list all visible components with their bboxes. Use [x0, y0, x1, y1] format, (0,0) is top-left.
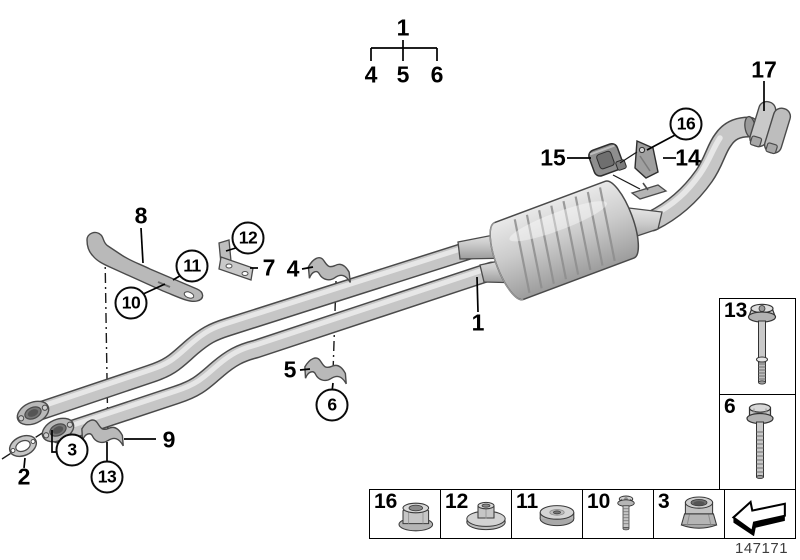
damper-washer-icon: [539, 505, 575, 527]
flange-bolt-short-thread-icon: [747, 303, 777, 385]
callout-15[interactable]: 15: [540, 144, 566, 171]
front-silencer[interactable]: [482, 177, 646, 304]
legend-label-13: 13: [724, 299, 748, 322]
sheet-number: 147171: [735, 540, 789, 557]
callout-3-circled[interactable]: 3: [55, 433, 89, 467]
legend-label-12: 12: [445, 490, 469, 513]
legend-box-13[interactable]: 13: [720, 299, 795, 394]
flange-bolt-full-thread-icon: [746, 402, 774, 479]
callout-14[interactable]: 14: [675, 144, 701, 171]
legend-box-3[interactable]: 3: [653, 490, 724, 538]
flange-nut-icon: [466, 501, 506, 531]
tailpipe-mount-tab[interactable]: [630, 182, 668, 200]
pipe-flange-left[interactable]: [14, 397, 53, 430]
rubber-mount-15[interactable]: [587, 141, 627, 178]
legend-label-6: 6: [724, 394, 736, 418]
callout-1[interactable]: 1: [471, 309, 485, 336]
callout-6-circled[interactable]: 6: [315, 388, 349, 422]
callout-1-group[interactable]: 1: [396, 14, 410, 41]
legend-label-16: 16: [374, 490, 398, 513]
legend-box-11[interactable]: 11: [511, 490, 582, 538]
flange-gasket-2[interactable]: [6, 432, 39, 461]
hex-flange-nut-icon: [398, 502, 434, 532]
collar-nut-icon: [680, 496, 718, 529]
bracket-7[interactable]: [218, 239, 254, 281]
callout-5-group[interactable]: 5: [396, 61, 410, 88]
callout-4[interactable]: 4: [286, 255, 300, 282]
torx-screw-icon: [617, 495, 636, 531]
callout-10-circled[interactable]: 10: [114, 286, 148, 320]
legend-box-arrow[interactable]: [724, 490, 795, 538]
callout-7[interactable]: 7: [262, 254, 276, 281]
callout-5[interactable]: 5: [283, 356, 297, 383]
assembly-lines: [612, 151, 641, 190]
legend-box-16[interactable]: 16: [370, 490, 440, 538]
callout-8[interactable]: 8: [134, 202, 148, 229]
callout-17[interactable]: 17: [751, 56, 777, 83]
pipe-clamp-17[interactable]: [747, 100, 793, 156]
legend-label-11: 11: [516, 490, 539, 513]
direction-of-travel-arrow-icon: [731, 500, 786, 536]
callout-11-circled[interactable]: 11: [175, 249, 209, 283]
legend-box-6[interactable]: 6: [720, 393, 795, 490]
legend-label-3: 3: [658, 490, 670, 513]
callout-12-circled[interactable]: 12: [231, 221, 265, 255]
legend-box-10[interactable]: 10: [582, 490, 653, 538]
clamp-5[interactable]: [301, 355, 351, 388]
legend-box-12[interactable]: 12: [440, 490, 511, 538]
fastener-bottom-panel: 16 12 11 10: [369, 489, 796, 539]
front-pipes[interactable]: [24, 240, 502, 444]
callout-4-group[interactable]: 4: [364, 61, 378, 88]
callout-16-circled[interactable]: 16: [669, 107, 703, 141]
fastener-side-panel: 13 6: [719, 298, 796, 490]
tailpipe[interactable]: [641, 115, 760, 232]
legend-label-10: 10: [587, 490, 611, 513]
callout-9[interactable]: 9: [162, 426, 176, 453]
callout-2[interactable]: 2: [17, 463, 31, 490]
bracket-14[interactable]: [634, 139, 659, 179]
callout-13-circled[interactable]: 13: [90, 460, 124, 494]
callout-6-group[interactable]: 6: [430, 61, 444, 88]
